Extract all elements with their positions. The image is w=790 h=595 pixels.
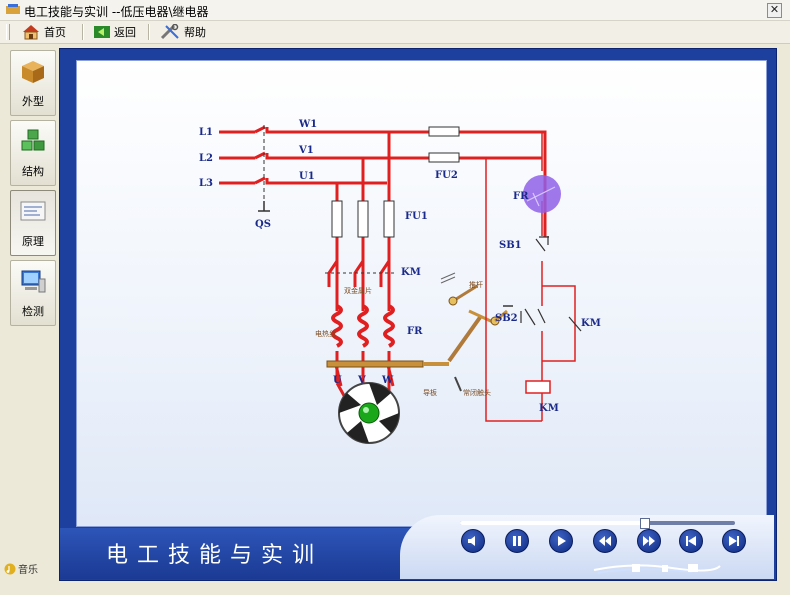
music-toggle[interactable]: 音乐 [4, 561, 38, 576]
skip-back-button[interactable] [679, 529, 703, 553]
play-icon [558, 536, 566, 546]
help-button[interactable]: 帮助 [160, 23, 206, 41]
sidebar-item-appearance[interactable]: 外型 [10, 50, 56, 116]
label-u1: U1 [299, 171, 315, 182]
label-fu1: FU1 [405, 211, 428, 222]
seek-thumb[interactable] [640, 518, 650, 529]
toolbar-separator [148, 24, 150, 40]
close-icon: ✕ [769, 3, 780, 16]
sidebar: 外型 结构 原理 检测 [4, 48, 56, 580]
skip-back-icon [686, 536, 696, 546]
music-label: 音乐 [18, 565, 38, 576]
label-km-aux: KM [581, 318, 601, 329]
music-note-icon [4, 563, 16, 574]
fast-forward-icon [643, 536, 655, 546]
label-motor-w: W [381, 375, 394, 386]
diagram-icon [20, 201, 46, 221]
label-motor-u: U [333, 375, 342, 386]
label-fr-main: FR [407, 326, 423, 337]
app-icon [6, 4, 20, 14]
help-tools-icon [160, 24, 179, 40]
diagram-panel: L1 L2 L3 W1 V1 U1 QS FU1 FU2 KM FR FR SB… [76, 60, 767, 527]
rewind-button[interactable] [593, 529, 617, 553]
label-sb1: SB1 [499, 240, 522, 251]
close-button[interactable]: ✕ [767, 3, 782, 18]
publisher-logo-icon [593, 564, 721, 574]
speaker-icon [468, 536, 475, 546]
label-fr-ctrl: FR [513, 191, 529, 202]
fast-forward-button[interactable] [637, 529, 661, 553]
relay-circuit-diagram: L1 L2 L3 W1 V1 U1 QS FU1 FU2 KM FR FR SB… [199, 119, 601, 444]
rewind-icon [599, 536, 611, 546]
label-qs: QS [255, 219, 271, 230]
computer-icon [21, 270, 46, 293]
title-bar: 电工技能与实训 --低压电器\继电器 ✕ [0, 0, 790, 21]
label-v1: V1 [298, 145, 314, 156]
back-arrow-icon [94, 26, 110, 38]
sidebar-item-detect[interactable]: 检测 [10, 260, 56, 326]
toolbar: 首页 返回 帮助 [0, 21, 790, 44]
window-title: 电工技能与实训 --低压电器\继电器 [24, 5, 209, 19]
sidebar-item-label: 检测 [22, 305, 44, 318]
back-label: 返回 [114, 26, 136, 39]
label-motor-v: V [357, 375, 366, 386]
label-nc-contact: 常闭触头 [463, 388, 491, 397]
label-pushrod: 推杆 [469, 280, 483, 289]
home-button[interactable]: 首页 [22, 23, 66, 41]
home-icon [23, 25, 39, 40]
play-button[interactable] [549, 529, 573, 553]
back-button[interactable]: 返回 [94, 23, 136, 41]
sidebar-item-structure[interactable]: 结构 [10, 120, 56, 186]
pause-button[interactable] [505, 529, 529, 553]
label-l2: L2 [199, 153, 213, 164]
banner-title: 电工技能与实训 [106, 543, 324, 568]
toolbar-separator [82, 24, 84, 40]
sidebar-item-label: 原理 [22, 235, 44, 248]
skip-forward-icon [729, 536, 739, 546]
mute-button[interactable] [461, 529, 485, 553]
toolbar-grip[interactable] [6, 24, 10, 40]
label-km-coil: KM [539, 403, 559, 414]
box-icon [22, 61, 44, 83]
cubes-icon [21, 129, 45, 151]
label-heater: 电热丝 [315, 329, 336, 338]
help-label: 帮助 [184, 26, 206, 39]
pause-icon [513, 536, 521, 546]
label-sb2: SB2 [495, 313, 518, 324]
skip-forward-button[interactable] [722, 529, 746, 553]
label-km-main: KM [401, 267, 421, 278]
seek-progress [460, 521, 644, 525]
sidebar-item-label: 结构 [22, 165, 44, 178]
sidebar-item-label: 外型 [22, 95, 44, 108]
label-guide: 导板 [423, 388, 437, 397]
label-l1: L1 [199, 127, 213, 138]
label-w1: W1 [298, 119, 317, 130]
label-l3: L3 [199, 178, 213, 189]
sidebar-item-principle[interactable]: 原理 [10, 190, 56, 256]
home-label: 首页 [44, 26, 66, 39]
label-bimetal: 双金属片 [344, 286, 372, 295]
label-fu2: FU2 [435, 170, 458, 181]
